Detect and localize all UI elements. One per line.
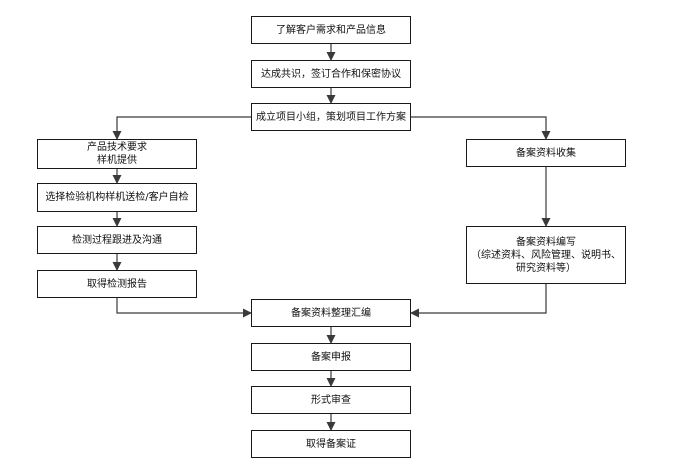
step-label: 备案资料整理汇编 [291, 307, 371, 319]
step-technical-requirements: 产品技术要求 样机提供 [37, 139, 197, 169]
step-sign-agreements: 达成共识，签订合作和保密协议 [251, 60, 411, 88]
step-label: 形式审查 [311, 394, 351, 406]
step-submit-filing: 备案申报 [251, 343, 411, 371]
step-label: 取得备案证 [306, 438, 356, 450]
step-label: 取得检测报告 [87, 278, 147, 290]
step-collect-filing-materials: 备案资料收集 [466, 139, 626, 167]
step-obtain-filing-certificate: 取得备案证 [251, 430, 411, 458]
connector-arrow-n3-to-n4 [112, 116, 251, 140]
step-label: 备案资料编写 （综述资料、风险管理、说明书、 研究资料等） [471, 236, 621, 274]
step-follow-up-testing: 检测过程跟进及沟通 [37, 226, 197, 254]
step-label: 达成共识，签订合作和保密协议 [261, 68, 401, 80]
step-form-project-team: 成立项目小组，策划项目工作方案 [251, 103, 411, 131]
step-select-testing-agency: 选择检验机构样机送检/客户自检 [37, 183, 197, 212]
connector-arrow-n9-to-n10 [410, 284, 547, 318]
step-write-filing-materials: 备案资料编写 （综述资料、风险管理、说明书、 研究资料等） [466, 226, 626, 284]
step-compile-filing-materials: 备案资料整理汇编 [251, 299, 411, 327]
step-label: 备案申报 [311, 351, 351, 363]
step-label: 选择检验机构样机送检/客户自检 [45, 192, 189, 203]
step-label: 备案资料收集 [516, 147, 576, 159]
step-obtain-test-report: 取得检测报告 [37, 270, 197, 298]
connector-arrow-n3-to-n8 [411, 116, 551, 140]
step-understand-customer-needs: 了解客户需求和产品信息 [251, 16, 411, 44]
step-formal-review: 形式审查 [251, 386, 411, 414]
step-label: 成立项目小组，策划项目工作方案 [256, 111, 406, 123]
step-label: 产品技术要求 样机提供 [87, 142, 147, 166]
step-label: 了解客户需求和产品信息 [276, 24, 386, 36]
step-label: 检测过程跟进及沟通 [72, 234, 162, 246]
connector-arrow-n7-to-n10 [116, 298, 252, 318]
